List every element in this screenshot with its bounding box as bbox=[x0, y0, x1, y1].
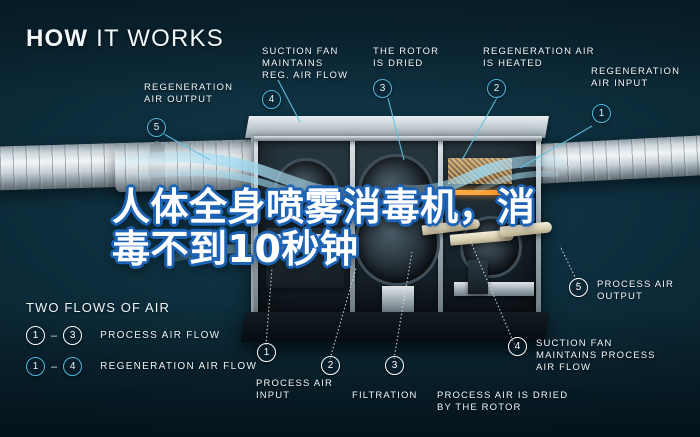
callout-pin-5-regeneration: 5 bbox=[147, 118, 166, 137]
page-title-bold: HOW bbox=[26, 25, 89, 52]
legend-dash: – bbox=[51, 360, 58, 373]
frame-left bbox=[254, 136, 258, 316]
callout-pin-3-process: 3 bbox=[385, 356, 404, 375]
marker-1: 1 bbox=[257, 343, 276, 362]
callout-label-process-air-output: PROCESS AIR OUTPUT bbox=[597, 279, 675, 302]
marker-1: 1 bbox=[592, 104, 611, 123]
callout-pin-2-process: 2 bbox=[321, 356, 340, 375]
marker-5: 5 bbox=[569, 278, 588, 297]
frame-mid-1 bbox=[350, 136, 355, 316]
cabinet-top-panel bbox=[245, 116, 549, 138]
callout-label-regeneration-air-heated: REGENERATION AIR IS HEATED bbox=[483, 46, 595, 69]
callout-pin-3-regeneration: 3 bbox=[373, 79, 392, 98]
callout-label-filtration: FILTRATION bbox=[352, 390, 418, 401]
callout-pin-4-process: 4 bbox=[508, 337, 527, 356]
callout-label-suction-fan-process: SUCTION FAN MAINTAINS PROCESS AIR FLOW bbox=[536, 338, 656, 373]
filter-face bbox=[272, 234, 338, 252]
page-title-rest: IT WORKS bbox=[88, 25, 224, 52]
callout-pin-5-process: 5 bbox=[569, 278, 588, 297]
marker-5: 5 bbox=[147, 118, 166, 137]
callout-pin-4-regeneration: 4 bbox=[262, 90, 281, 109]
legend-dash: – bbox=[51, 329, 58, 342]
legend-marker-from: 1 bbox=[26, 326, 45, 345]
legend-marker-to: 3 bbox=[63, 326, 83, 345]
promo-caption: 人体全身喷雾消毒机，消 毒不到10秒钟 bbox=[112, 185, 536, 271]
cabinet-base bbox=[240, 312, 550, 342]
fan-mount-rail bbox=[454, 282, 534, 296]
marker-4: 4 bbox=[262, 90, 281, 109]
marker-2: 2 bbox=[321, 356, 340, 375]
page-title: HOW IT WORKS bbox=[26, 25, 224, 53]
callout-pin-2-regeneration: 2 bbox=[487, 79, 506, 98]
rotor-motor bbox=[382, 286, 414, 312]
legend-label-regeneration: REGENERATION AIR FLOW bbox=[100, 361, 258, 372]
left-duct-joint bbox=[148, 141, 166, 187]
callout-pin-1-process: 1 bbox=[257, 343, 276, 362]
callout-label-rotor-is-dried: THE ROTOR IS DRIED bbox=[373, 46, 440, 69]
callout-label-regeneration-air-input: REGENERATION AIR INPUT bbox=[591, 66, 681, 89]
marker-3: 3 bbox=[373, 79, 392, 98]
callout-label-suction-fan-reg: SUCTION FAN MAINTAINS REG. AIR FLOW bbox=[262, 46, 349, 81]
legend-marker-to: 4 bbox=[63, 357, 83, 376]
callout-label-process-air-input: PROCESS AIR INPUT bbox=[256, 378, 334, 401]
marker-3: 3 bbox=[385, 356, 404, 375]
frame-top-rail bbox=[254, 136, 542, 141]
legend-marker-from: 1 bbox=[26, 357, 45, 376]
marker-2: 2 bbox=[487, 79, 506, 98]
legend-title: TWO FLOWS OF AIR bbox=[26, 300, 170, 315]
marker-4: 4 bbox=[508, 337, 527, 356]
callout-label-regeneration-air-output: REGENERATION AIR OUTPUT bbox=[144, 82, 234, 105]
legend-row-regeneration: 1 – 4 REGENERATION AIR FLOW bbox=[26, 357, 257, 376]
callout-label-process-air-dried: PROCESS AIR IS DRIED BY THE ROTOR bbox=[437, 390, 569, 413]
callout-pin-1-regeneration: 1 bbox=[592, 104, 611, 123]
legend-label-process: PROCESS AIR FLOW bbox=[100, 330, 221, 341]
legend-row-process: 1 – 3 PROCESS AIR FLOW bbox=[26, 326, 220, 345]
heater-mesh bbox=[448, 158, 512, 184]
